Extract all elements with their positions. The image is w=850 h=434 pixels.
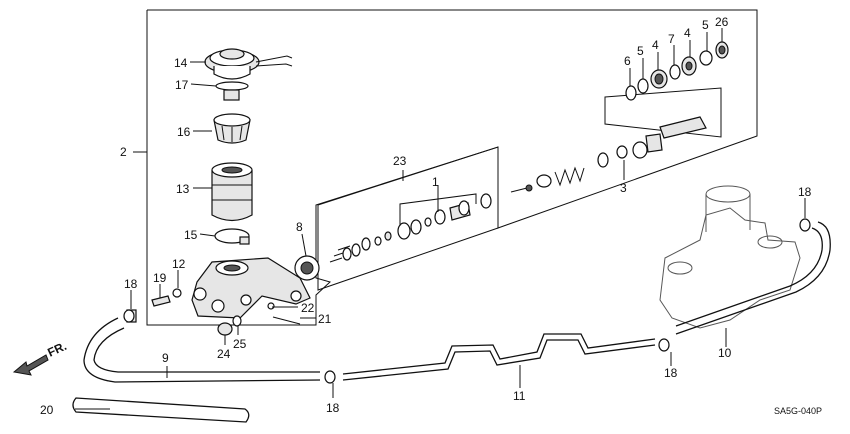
callout-1: 1 <box>432 175 439 189</box>
callout-5a: 5 <box>637 44 644 58</box>
callout-16: 16 <box>177 125 191 139</box>
piston-seal <box>294 255 320 281</box>
callout-18d: 18 <box>798 185 812 199</box>
callout-labels: 1 2 3 4 4 5 5 6 7 8 9 10 11 12 13 14 15 … <box>40 15 812 417</box>
callout-13: 13 <box>176 182 190 196</box>
hose-20 <box>72 397 250 423</box>
callout-21: 21 <box>318 312 332 326</box>
subassembly-23-outline <box>317 146 499 291</box>
callout-10: 10 <box>718 346 732 360</box>
callout-5b: 5 <box>702 18 709 32</box>
master-cylinder-body <box>191 257 311 319</box>
front-direction-label: FR. <box>45 339 68 360</box>
callout-26: 26 <box>715 15 729 29</box>
callout-14: 14 <box>174 56 188 70</box>
hose-10 <box>675 221 831 335</box>
assembly-outline <box>146 9 758 326</box>
callout-6: 6 <box>624 54 631 68</box>
callout-18a: 18 <box>124 277 138 291</box>
reservoir <box>211 162 253 222</box>
callout-23: 23 <box>393 154 407 168</box>
callout-18b: 18 <box>326 401 340 415</box>
pipe-11 <box>342 333 656 381</box>
callout-2: 2 <box>120 145 127 159</box>
callout-4a: 4 <box>652 38 659 52</box>
callout-3: 3 <box>620 181 627 195</box>
callout-11: 11 <box>513 389 526 403</box>
callout-9: 9 <box>162 351 169 365</box>
strainer <box>213 113 251 144</box>
callout-20: 20 <box>40 403 54 417</box>
diagram-code: SA5G-040P <box>774 406 822 416</box>
callout-8: 8 <box>296 220 303 234</box>
leader-lines <box>75 28 806 410</box>
callout-15: 15 <box>184 228 198 242</box>
reservoir-cap <box>204 48 293 80</box>
callout-24: 24 <box>217 347 231 361</box>
callout-25: 25 <box>233 337 247 351</box>
callout-19: 19 <box>153 271 167 285</box>
hose-9 <box>83 317 321 383</box>
callout-12: 12 <box>172 257 186 271</box>
reservoir-band <box>214 228 250 245</box>
hose-clips <box>123 218 811 384</box>
callout-7: 7 <box>668 32 675 46</box>
pushrod-parts <box>510 116 707 193</box>
cap-gasket <box>215 81 249 101</box>
callout-4b: 4 <box>684 26 691 40</box>
front-direction-arrow <box>12 354 49 376</box>
callout-18c: 18 <box>664 366 678 380</box>
subassembly-3-outline <box>604 87 722 138</box>
callout-17: 17 <box>175 78 189 92</box>
piston-kit-parts <box>329 193 492 263</box>
callout-22: 22 <box>301 301 315 315</box>
seal-rings <box>625 41 729 101</box>
